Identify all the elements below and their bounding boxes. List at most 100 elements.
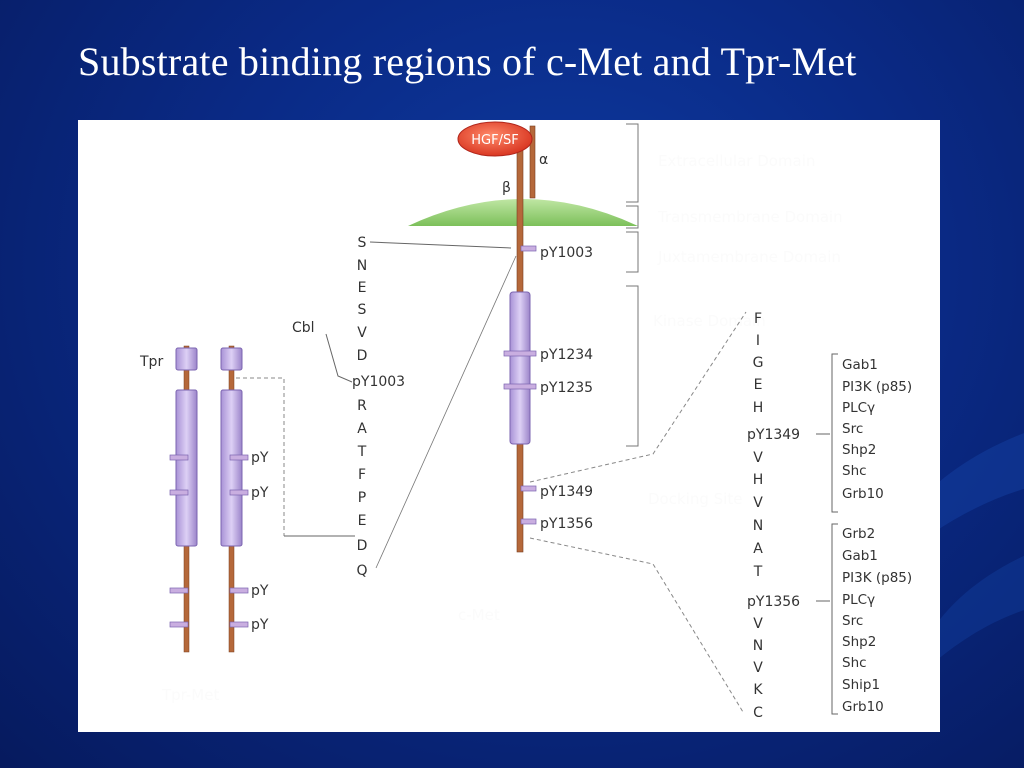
juxta-residue: pY1003: [352, 374, 405, 390]
juxta-residue: Q: [356, 563, 367, 579]
docking-residue: V: [753, 616, 763, 632]
binder-item: Shc: [842, 463, 867, 479]
tpr-connector: [236, 377, 285, 536]
extracellular-bracket: [626, 123, 639, 203]
binder-item: Gab1: [842, 357, 878, 373]
binder-item: Src: [842, 421, 863, 437]
docking-residue: E: [754, 377, 763, 393]
pY1349-binders: Gab1 PI3K (p85) PLCγ Src Shp2 Shc Grb10: [842, 357, 912, 502]
pY1356-binders: Grb2 Gab1 PI3K (p85) PLCγ Src Shp2 Shc S…: [842, 526, 912, 715]
kinase-domain-cylinder: [509, 291, 531, 445]
site-marker: [520, 518, 537, 525]
site-marker: [503, 350, 537, 357]
transmembrane-bracket: [626, 205, 639, 229]
slide-title: Substrate binding regions of c-Met and T…: [78, 39, 857, 84]
c-met-site-label: pY1349: [540, 484, 593, 500]
binder-item: Shp2: [842, 442, 876, 458]
juxta-residue: E: [358, 280, 367, 296]
juxta-residue: R: [357, 398, 367, 414]
juxtamembrane-bracket: [626, 231, 639, 273]
pY1349-bracket: [831, 353, 838, 513]
site-marker: [229, 621, 249, 628]
tpr-kinase-left: [175, 389, 198, 547]
diagram-svg: HGF/SF α β pY1003 pY1234 pY1235 pY1349 p…: [139, 121, 912, 721]
docking-dashes-upper: [529, 311, 747, 483]
juxta-residue: T: [357, 444, 367, 460]
site-marker: [520, 485, 537, 492]
kinase-domain-label: Kinase Domain: [653, 312, 766, 330]
tpr-kinase-right: [220, 389, 243, 547]
docking-dashes-lower: [529, 537, 744, 713]
extracellular-domain-label: Extracellular Domain: [658, 152, 815, 170]
c-met-site-label: pY1003: [540, 245, 593, 261]
juxta-residue: E: [358, 513, 367, 529]
docking-residue: pY1349: [747, 427, 800, 443]
juxta-residue: D: [357, 348, 368, 364]
alpha-label: α: [539, 152, 548, 168]
binder-item: Ship1: [842, 677, 880, 693]
docking-residue: V: [753, 495, 763, 511]
alpha-chain: [529, 125, 536, 199]
site-marker: [169, 587, 189, 594]
juxta-residue: S: [358, 302, 367, 318]
binder-item: Grb2: [842, 526, 875, 542]
binder-item: Gab1: [842, 548, 878, 564]
docking-site-label: Docking Site: [648, 490, 742, 508]
c-met-site-label: pY1356: [540, 516, 593, 532]
tpr-head-left: [175, 347, 198, 371]
docking-residue: G: [753, 355, 764, 371]
juxta-residue: P: [358, 490, 366, 506]
beta-label: β: [502, 180, 511, 196]
site-marker: [520, 245, 537, 252]
c-met-site-label: pY1234: [540, 347, 593, 363]
connector-diag-line: [375, 255, 517, 569]
binder-item: PI3K (p85): [842, 379, 912, 395]
site-marker: [169, 621, 189, 628]
site-marker: [169, 454, 189, 461]
tpr-site-label: pY: [251, 485, 269, 501]
binder-item: Grb10: [842, 486, 884, 502]
tpr-head-right: [220, 347, 243, 371]
c-met-label: c-Met: [458, 606, 500, 624]
docking-residue: V: [753, 450, 763, 466]
site-marker: [503, 383, 537, 390]
cbl-label: Cbl: [292, 320, 315, 336]
binder-item: Shc: [842, 655, 867, 671]
juxta-residue: S: [358, 235, 367, 251]
juxta-residue: F: [358, 467, 366, 483]
pY1356-bracket: [831, 523, 838, 715]
site-marker: [229, 454, 249, 461]
docking-residue: H: [753, 400, 764, 416]
tpr-label: Tpr: [139, 354, 163, 370]
site-marker: [169, 489, 189, 496]
juxta-residue: A: [357, 421, 367, 437]
docking-residue: T: [753, 564, 763, 580]
binder-item: Shp2: [842, 634, 876, 650]
docking-residue: I: [756, 333, 760, 349]
juxta-residue: D: [357, 538, 368, 554]
kinase-bracket: [626, 285, 639, 447]
docking-residue: H: [753, 472, 764, 488]
connector-s-line: [369, 241, 512, 249]
binder-item: Grb10: [842, 699, 884, 715]
binder-item: PI3K (p85): [842, 570, 912, 586]
cbl-connector: [325, 333, 353, 383]
tpr-met-label: Tpr-Met: [161, 686, 219, 704]
tpr-site-label: pY: [251, 583, 269, 599]
c-met-site-label: pY1235: [540, 380, 593, 396]
docking-residue: N: [753, 518, 763, 534]
docking-residue: V: [753, 660, 763, 676]
binder-item: PLCγ: [842, 592, 875, 608]
tpr-site-label: pY: [251, 617, 269, 633]
site-marker: [229, 587, 249, 594]
docking-residue: A: [753, 541, 763, 557]
tpr-site-label: pY: [251, 450, 269, 466]
hgf-sf-label: HGF/SF: [471, 133, 518, 148]
docking-residue: N: [753, 638, 763, 654]
binder-item: Src: [842, 613, 863, 629]
juxta-sequence: S N E S V D pY1003 R A T F P E D Q: [352, 235, 405, 579]
docking-residue: K: [753, 682, 763, 698]
hgf-sf-ligand: [457, 121, 533, 157]
docking-residue: pY1356: [747, 594, 800, 610]
site-marker: [229, 489, 249, 496]
